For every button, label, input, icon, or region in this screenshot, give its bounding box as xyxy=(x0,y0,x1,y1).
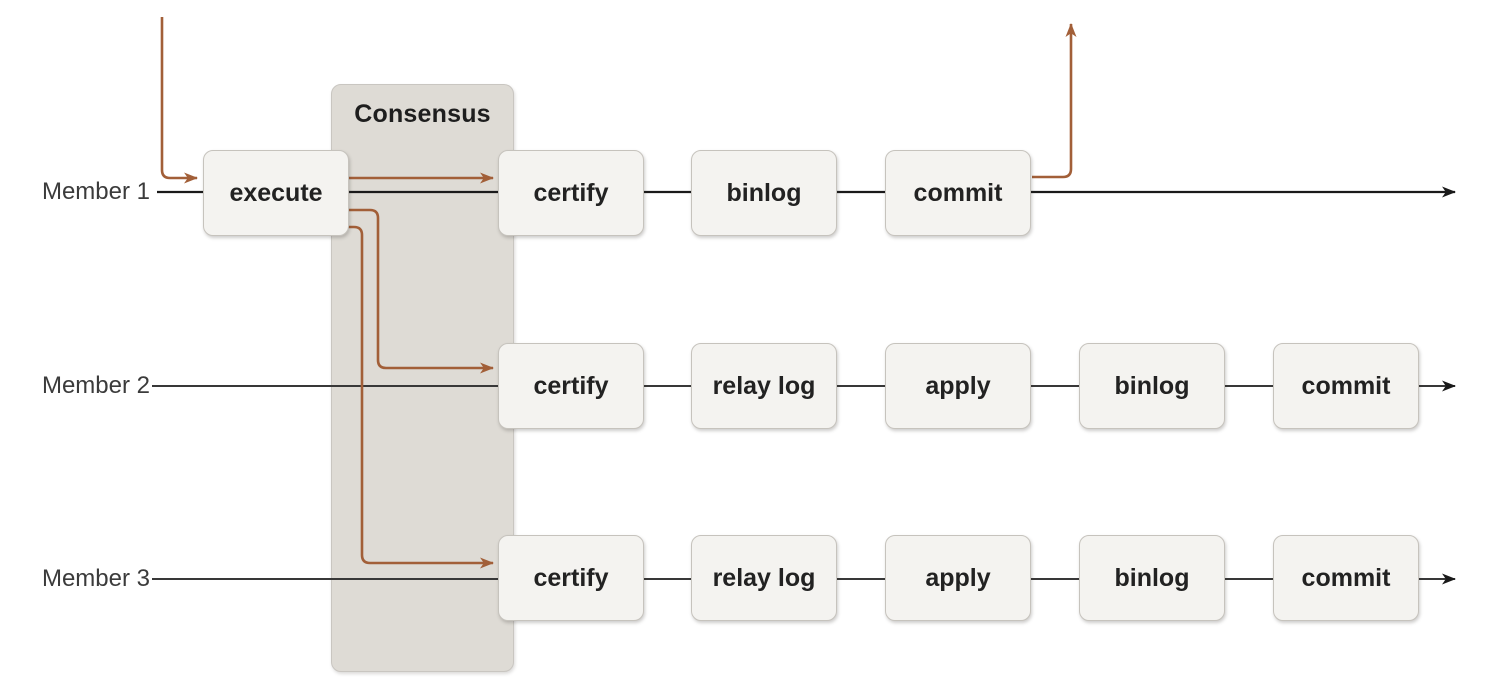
stage-box-commit-m2: commit xyxy=(1273,343,1419,429)
stage-box-apply-m2: apply xyxy=(885,343,1031,429)
stage-box-binlog-m2: binlog xyxy=(1079,343,1225,429)
stage-box-certify-m3: certify xyxy=(498,535,644,621)
stage-box-relay-log-m2: relay log xyxy=(691,343,837,429)
consensus-to-member3-arrow xyxy=(344,225,494,569)
stage-box-commit-m3: commit xyxy=(1273,535,1419,621)
stage-box-certify-m2: certify xyxy=(498,343,644,429)
consensus-label: Consensus xyxy=(354,100,491,128)
consensus-to-member2-arrow xyxy=(344,208,494,374)
stage-box-binlog-m1: binlog xyxy=(691,150,837,236)
member-1-label: Member 1 xyxy=(41,178,150,205)
stage-box-apply-m3: apply xyxy=(885,535,1031,621)
stage-box-execute-m1: execute xyxy=(203,150,349,236)
incoming-transaction-arrow xyxy=(160,17,198,184)
commit-response-arrow xyxy=(1032,23,1077,179)
stage-box-certify-m1: certify xyxy=(498,150,644,236)
member-3-label: Member 3 xyxy=(41,565,150,592)
stage-box-commit-m1: commit xyxy=(885,150,1031,236)
member-2-label: Member 2 xyxy=(41,372,150,399)
stage-box-relay-log-m3: relay log xyxy=(691,535,837,621)
stage-box-binlog-m3: binlog xyxy=(1079,535,1225,621)
